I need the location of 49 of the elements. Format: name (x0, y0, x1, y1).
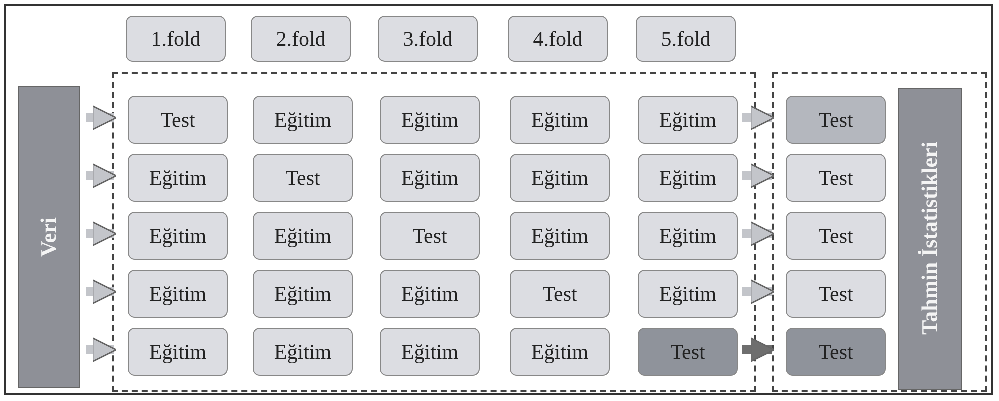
fold-label-box: 3.fold (378, 16, 478, 62)
data-block: Test (786, 270, 886, 318)
data-block: Eğitim (128, 154, 228, 202)
fold-label-box: 2.fold (251, 16, 351, 62)
block-arrow (86, 106, 118, 130)
data-block: Eğitim (253, 96, 353, 144)
fold-label-box: 4.fold (508, 16, 608, 62)
data-block: Eğitim (380, 96, 480, 144)
data-block: Test (510, 270, 610, 318)
dashed-group-frame (772, 72, 987, 392)
data-block: Eğitim (380, 328, 480, 376)
data-block: Eğitim (253, 328, 353, 376)
data-block: Eğitim (253, 212, 353, 260)
block-arrow (742, 222, 776, 246)
data-block: Eğitim (380, 270, 480, 318)
block-arrow (742, 164, 776, 188)
dashed-group-frame (112, 72, 756, 392)
data-block: Eğitim (510, 154, 610, 202)
data-block: Test (380, 212, 480, 260)
data-block: Test (128, 96, 228, 144)
data-block: Test (253, 154, 353, 202)
side-bar: Veri (18, 86, 80, 388)
data-block: Test (786, 96, 886, 144)
data-block: Eğitim (510, 328, 610, 376)
block-arrow (86, 338, 118, 362)
block-arrow (86, 280, 118, 304)
data-block: Eğitim (638, 154, 738, 202)
data-block: Test (786, 154, 886, 202)
fold-label-box: 1.fold (126, 16, 226, 62)
data-block: Eğitim (380, 154, 480, 202)
block-arrow (86, 164, 118, 188)
data-block: Eğitim (638, 96, 738, 144)
data-block: Eğitim (128, 270, 228, 318)
data-block: Test (786, 328, 886, 376)
data-block: Eğitim (510, 212, 610, 260)
data-block: Eğitim (253, 270, 353, 318)
block-arrow (742, 338, 776, 362)
block-arrow (742, 280, 776, 304)
data-block: Eğitim (128, 212, 228, 260)
data-block: Eğitim (638, 212, 738, 260)
block-arrow (742, 106, 776, 130)
data-block: Test (786, 212, 886, 260)
data-block: Eğitim (638, 270, 738, 318)
data-block: Eğitim (510, 96, 610, 144)
block-arrow (86, 222, 118, 246)
data-block: Eğitim (128, 328, 228, 376)
fold-label-box: 5.fold (636, 16, 736, 62)
side-bar: Tahmin İstatistikleri (898, 88, 962, 390)
data-block: Test (638, 328, 738, 376)
